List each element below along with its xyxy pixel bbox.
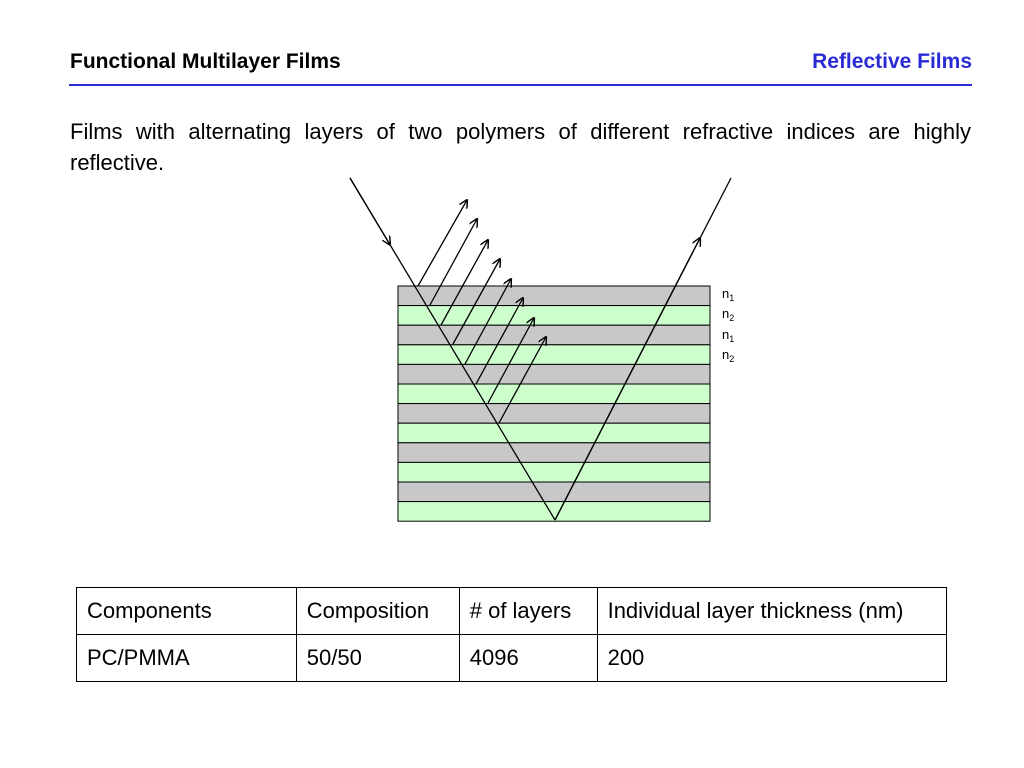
- reflected-ray: [475, 298, 523, 385]
- table-header-cell: Individual layer thickness (nm): [596, 587, 948, 635]
- layer-n1: [397, 285, 711, 307]
- reflected-ray: [464, 279, 511, 365]
- layer-n1: [397, 481, 711, 503]
- layer-label: n2: [722, 347, 735, 364]
- table-cell: 200: [596, 634, 948, 682]
- transmitted-reflected-ray-arrow: [554, 238, 700, 521]
- table-cell: PC/PMMA: [76, 634, 297, 682]
- layer-n2: [397, 383, 711, 405]
- reflected-ray: [487, 318, 534, 404]
- slide-title: Functional Multilayer Films: [70, 50, 341, 73]
- layer-label: n1: [722, 327, 735, 344]
- incident-ray-arrow: [349, 177, 390, 245]
- layer-label: n1: [722, 286, 735, 303]
- layer-label: n2: [722, 306, 735, 323]
- reflected-ray: [440, 240, 488, 326]
- layer-n1: [397, 442, 711, 463]
- reflected-ray: [429, 219, 477, 306]
- film-spec-table: Components Composition # of layers Indiv…: [76, 587, 948, 682]
- table-cell: 50/50: [295, 634, 460, 682]
- layer-n2: [397, 344, 711, 365]
- table-header-cell: Composition: [295, 587, 460, 635]
- layer-n2: [397, 422, 711, 444]
- multilayer-reflection-diagram: [349, 177, 732, 522]
- reflected-ray: [417, 200, 467, 287]
- table-row: PC/PMMA 50/50 4096 200: [76, 634, 948, 682]
- reflected-ray: [452, 259, 500, 345]
- section-title: Reflective Films: [812, 50, 972, 73]
- table-header-row: Components Composition # of layers Indiv…: [76, 587, 948, 635]
- intro-text: Films with alternating layers of two pol…: [70, 119, 971, 175]
- layer-n1: [397, 363, 711, 385]
- layer-n1: [397, 403, 711, 424]
- header-divider: [69, 84, 972, 86]
- layer-n2: [397, 461, 711, 483]
- table-header-cell: # of layers: [458, 587, 598, 635]
- table-cell: 4096: [458, 634, 598, 682]
- layer-n2: [397, 501, 711, 522]
- table-header-cell: Components: [76, 587, 297, 635]
- reflected-ray: [498, 337, 546, 424]
